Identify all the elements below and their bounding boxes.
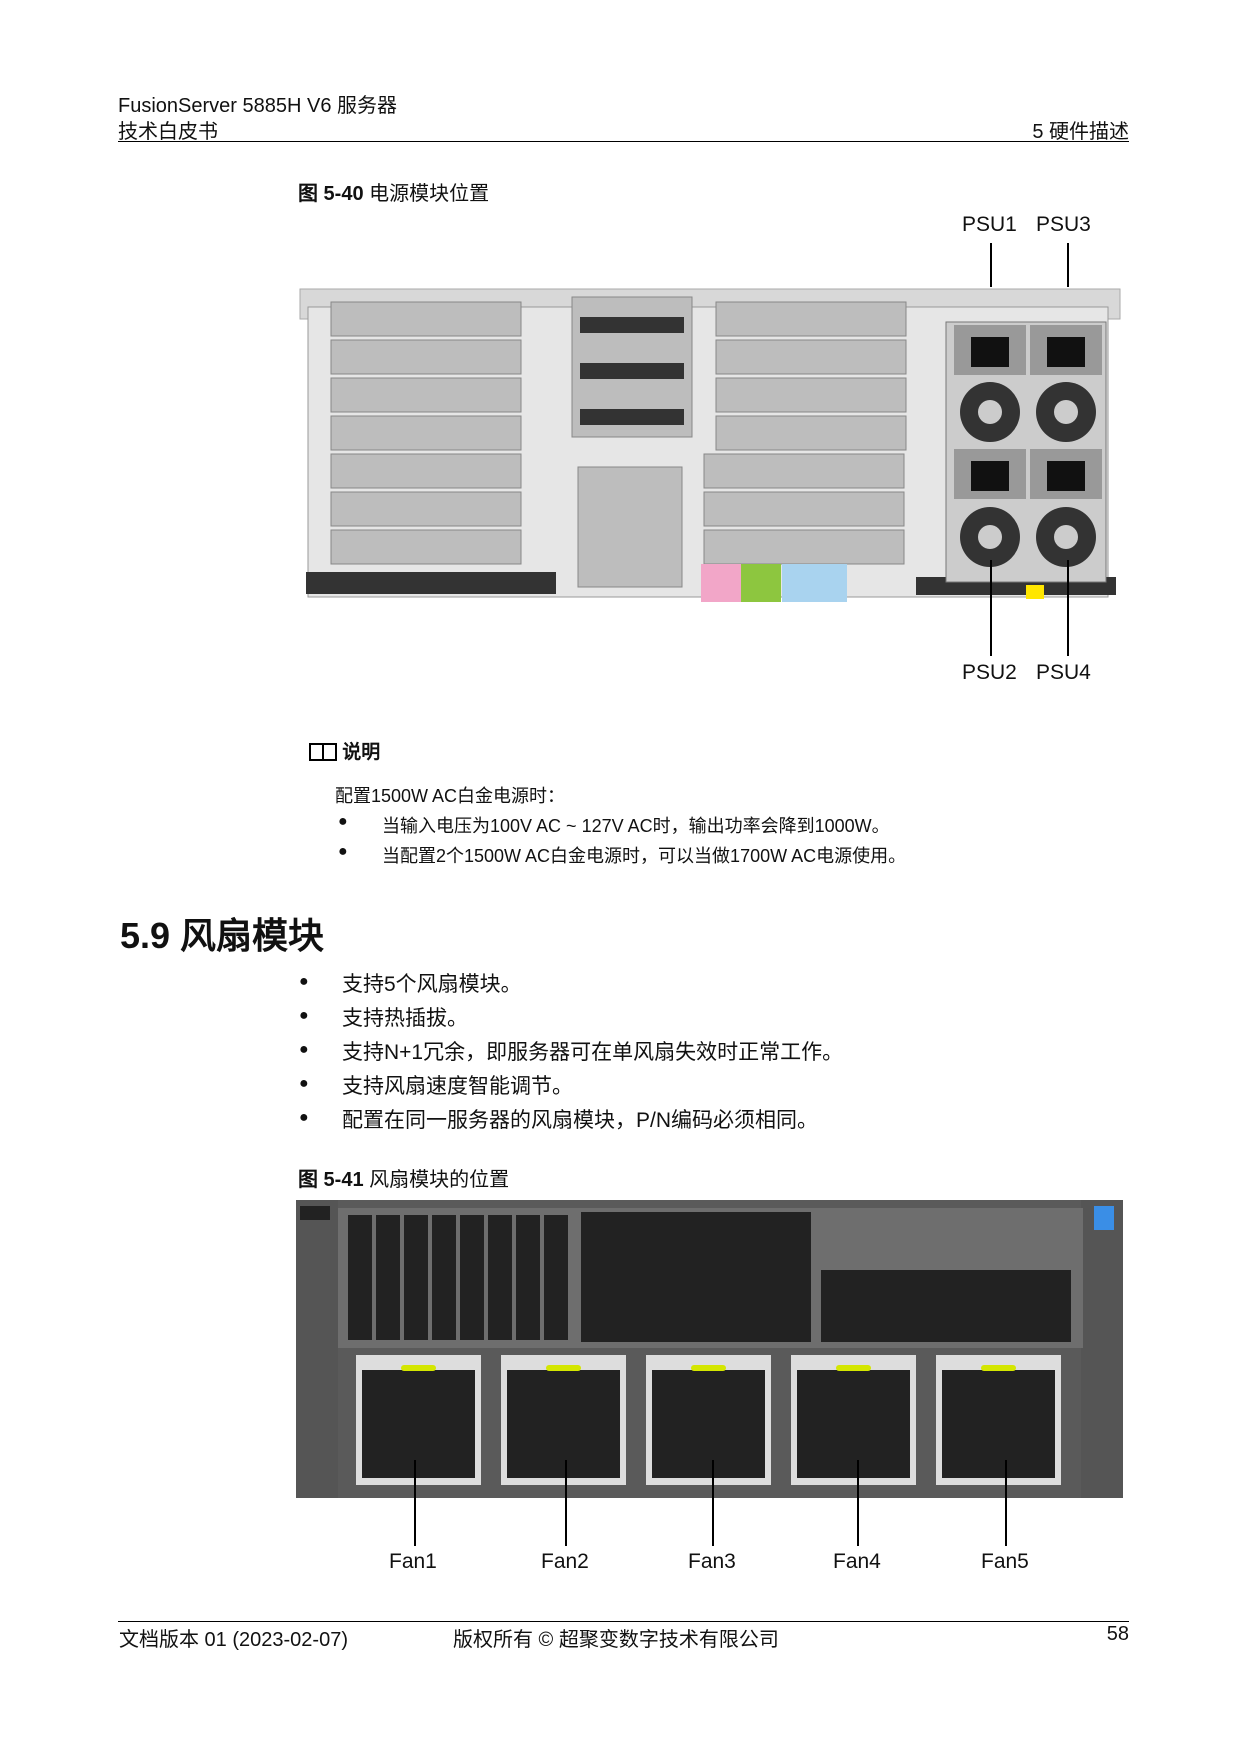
leader-fan5: [1005, 1460, 1007, 1546]
leader-fan3: [712, 1460, 714, 1546]
leader-fan1: [414, 1460, 416, 1546]
book-icon: [309, 743, 337, 761]
bullet-dot: ●: [299, 1075, 309, 1092]
label-psu3: PSU3: [1036, 213, 1091, 236]
footer-copyright: 版权所有 © 超聚变数字技术有限公司: [453, 1629, 779, 1651]
note-intro: 配置1500W AC白金电源时：: [335, 786, 566, 806]
bullet-dot: ●: [299, 973, 309, 990]
bullet-item: 支持N+1冗余，即服务器可在单风扇失效时正常工作。: [342, 1041, 844, 1064]
note-item: 当配置2个1500W AC白金电源时，可以当做1700W AC电源使用。: [382, 846, 907, 866]
figure-title: 电源模块位置: [369, 183, 490, 205]
leader-psu4: [1067, 560, 1069, 656]
bullet-dot: ●: [299, 1109, 309, 1126]
server-front-panel-image: [296, 1200, 1123, 1498]
figure-5-40-caption: 图 5-40 电源模块位置: [298, 177, 489, 206]
note-title: 说明: [342, 742, 381, 763]
label-psu1: PSU1: [962, 213, 1017, 236]
bullet-dot: ●: [338, 843, 348, 860]
section-heading: 5.9 风扇模块: [120, 915, 325, 956]
bullet-item: 配置在同一服务器的风扇模块，P/N编码必须相同。: [342, 1109, 819, 1132]
bullet-dot: ●: [299, 1007, 309, 1024]
label-fan2: Fan2: [541, 1550, 589, 1573]
leader-psu2: [990, 560, 992, 656]
bullet-dot: ●: [338, 813, 348, 830]
leader-fan4: [857, 1460, 859, 1546]
label-psu4: PSU4: [1036, 661, 1091, 684]
figure-number: 图 5-41: [298, 1169, 364, 1191]
bullet-dot: ●: [299, 1041, 309, 1058]
bullet-item: 支持风扇速度智能调节。: [342, 1075, 573, 1098]
label-fan1: Fan1: [389, 1550, 437, 1573]
footer-version: 文档版本 01 (2023-02-07): [119, 1629, 348, 1651]
header-rule: [118, 141, 1129, 142]
leader-fan2: [565, 1460, 567, 1546]
label-fan5: Fan5: [981, 1550, 1029, 1573]
header-doc: 技术白皮书: [118, 121, 218, 143]
bullet-item: 支持5个风扇模块。: [342, 973, 522, 996]
note-item: 当输入电压为100V AC ~ 127V AC时，输出功率会降到1000W。: [382, 816, 890, 836]
figure-title: 风扇模块的位置: [369, 1169, 510, 1191]
footer-rule: [118, 1621, 1129, 1622]
label-fan4: Fan4: [833, 1550, 881, 1573]
label-psu2: PSU2: [962, 661, 1017, 684]
note-heading: 说明: [309, 737, 380, 764]
figure-number: 图 5-40: [298, 183, 364, 205]
label-fan3: Fan3: [688, 1550, 736, 1573]
server-rear-panel-image: [296, 287, 1123, 608]
footer-page-number: 58: [1106, 1623, 1129, 1645]
header-chapter: 5 硬件描述: [1032, 121, 1129, 143]
header-product: FusionServer 5885H V6 服务器: [118, 95, 398, 117]
figure-5-41-caption: 图 5-41 风扇模块的位置: [298, 1163, 509, 1192]
bullet-item: 支持热插拔。: [342, 1007, 468, 1030]
